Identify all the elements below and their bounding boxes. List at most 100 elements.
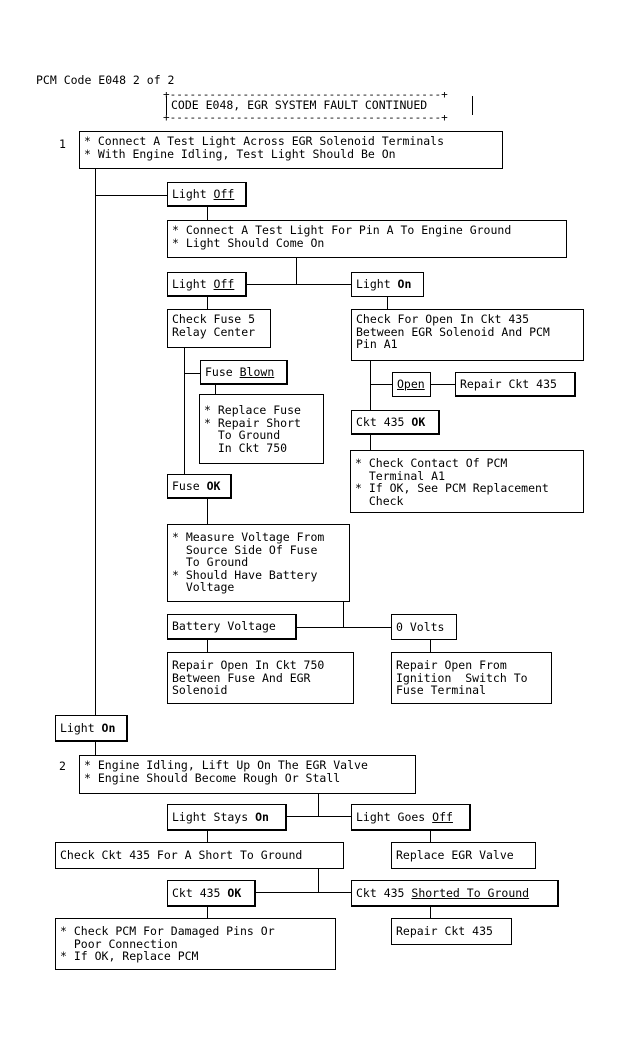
- check-pcm-line-2: Poor Connection: [60, 936, 178, 951]
- step-2-line-2: * Engine Should Become Rough Or Stall: [84, 770, 341, 785]
- zero-volts-box: 0 Volts: [391, 614, 457, 640]
- page-title: PCM Code E048 2 of 2: [36, 73, 175, 87]
- ckt-435-ok-value: OK: [411, 414, 426, 429]
- fuse-blown-value: Blown: [239, 364, 275, 379]
- ckt-435-ok-box: Ckt 435 OK: [351, 410, 440, 435]
- replace-fuse-line-3: To Ground: [204, 428, 281, 443]
- check-fuse-box: Check Fuse 5 Relay Center: [167, 309, 271, 348]
- connector-line: [207, 296, 208, 309]
- light-off-label: Light: [172, 186, 214, 201]
- light-on-label: Light: [60, 720, 102, 735]
- ckt-435-ok-value: OK: [227, 885, 242, 900]
- step-2-box: * Engine Idling, Lift Up On The EGR Valv…: [79, 755, 416, 794]
- check-pcm-line-3: * If OK, Replace PCM: [60, 949, 199, 964]
- measure-line-3: To Ground: [172, 555, 249, 570]
- repair-open-ckt-750-box: Repair Open In Ckt 750 Between Fuse And …: [167, 652, 354, 704]
- step-1-line-1: * Connect A Test Light Across EGR Soleno…: [84, 134, 445, 148]
- zero-volts-label: 0 Volts: [396, 619, 445, 634]
- connector-line: [343, 601, 344, 627]
- check-open-line-2: Between EGR Solenoid And PCM: [356, 324, 550, 339]
- connector-line: [387, 296, 388, 309]
- step-2-line-1: * Engine Idling, Lift Up On The EGR Valv…: [84, 758, 368, 772]
- connector-line: [286, 816, 351, 817]
- check-fuse-line-1: Check Fuse 5: [172, 312, 256, 326]
- connector-line: [430, 639, 431, 652]
- check-contact-line-4: Check: [355, 493, 404, 508]
- check-contact-line-2: Terminal A1: [355, 468, 446, 483]
- connector-line: [95, 741, 96, 755]
- header-banner-right-rule: [472, 96, 473, 115]
- fuse-blown-box: Fuse Blown: [200, 360, 288, 385]
- measure-line-5: Voltage: [172, 580, 235, 595]
- pin-a-line-1: * Connect A Test Light For Pin A To Engi…: [172, 223, 512, 237]
- ckt-435-shorted-label: Ckt 435: [356, 885, 412, 900]
- connector-line: [184, 373, 200, 374]
- connector-line: [207, 497, 208, 524]
- open-label: Open: [397, 377, 425, 392]
- check-open-ckt-435-box: Check For Open In Ckt 435 Between EGR So…: [351, 309, 584, 361]
- replace-fuse-line-2: * Repair Short: [204, 415, 301, 430]
- light-on-box-main: Light On: [55, 715, 128, 742]
- connector-line: [207, 205, 208, 220]
- connector-line: [207, 906, 208, 919]
- fuse-ok-box: Fuse OK: [167, 474, 232, 499]
- replace-egr-label: Replace EGR Valve: [396, 848, 514, 863]
- header-banner-top-rule: +---------------------------------------…: [163, 88, 448, 101]
- connector-line: [207, 830, 208, 843]
- fuse-blown-label: Fuse: [205, 364, 240, 379]
- step-1-line-2: * With Engine Idling, Test Light Should …: [84, 146, 396, 161]
- repair-ign-line-2: Ignition Switch To: [396, 670, 528, 685]
- connector-line: [318, 793, 319, 816]
- light-off-label: Light: [172, 276, 214, 291]
- check-open-line-1: Check For Open In Ckt 435: [356, 312, 530, 326]
- replace-fuse-box: * Replace Fuse * Repair Short To Ground …: [199, 394, 324, 464]
- light-stays-value: On: [255, 809, 269, 824]
- check-contact-line-1: * Check Contact Of PCM: [355, 456, 508, 470]
- check-contact-line-3: * If OK, See PCM Replacement: [355, 481, 549, 496]
- connector-line: [215, 383, 216, 394]
- connector-line: [296, 257, 297, 284]
- repair-ckt-435-label: Repair Ckt 435: [396, 924, 493, 939]
- repair-750-line-1: Repair Open In Ckt 750: [172, 658, 325, 672]
- light-goes-label: Light Goes: [356, 809, 433, 824]
- check-open-line-3: Pin A1: [356, 337, 398, 352]
- measure-line-2: Source Side Of Fuse: [172, 542, 318, 557]
- header-banner: CODE E048, EGR SYSTEM FAULT CONTINUED: [171, 98, 428, 112]
- connector-line: [294, 627, 392, 628]
- connector-line: [184, 347, 185, 474]
- connector-line: [255, 892, 351, 893]
- connector-line: [207, 639, 208, 652]
- repair-ckt-435-box-2: Repair Ckt 435: [391, 918, 512, 945]
- check-contact-pcm-box: * Check Contact Of PCM Terminal A1 * If …: [350, 450, 584, 513]
- connector-line: [370, 360, 371, 410]
- light-off-value: Off: [213, 276, 235, 291]
- check-pcm-line-1: * Check PCM For Damaged Pins Or: [60, 924, 275, 938]
- connector-line: [318, 868, 319, 892]
- check-pcm-box: * Check PCM For Damaged Pins Or Poor Con…: [55, 918, 336, 970]
- connector-line: [430, 384, 455, 385]
- step-number-2: 2: [59, 759, 66, 773]
- light-on-value: On: [397, 277, 412, 292]
- header-banner-bottom-rule: +---------------------------------------…: [163, 111, 448, 124]
- repair-open-ignition-box: Repair Open From Ignition Switch To Fuse…: [391, 652, 552, 704]
- pin-a-line-2: * Light Should Come On: [172, 235, 325, 250]
- replace-fuse-line-1: * Replace Fuse: [204, 403, 301, 417]
- light-off-value: Off: [213, 186, 235, 201]
- battery-voltage-box: Battery Voltage: [167, 614, 297, 640]
- battery-voltage-label: Battery Voltage: [172, 619, 276, 634]
- check-short-label: Check Ckt 435 For A Short To Ground: [60, 848, 303, 863]
- ckt-435-ok-box-2: Ckt 435 OK: [167, 880, 256, 907]
- check-fuse-line-2: Relay Center: [172, 324, 256, 339]
- measure-line-4: * Should Have Battery: [172, 567, 318, 582]
- step-1-box: * Connect A Test Light Across EGR Soleno…: [79, 131, 503, 169]
- ckt-435-ok-label: Ckt 435: [356, 414, 412, 429]
- measure-voltage-box: * Measure Voltage From Source Side Of Fu…: [167, 524, 350, 602]
- light-on-box-1: Light On: [351, 272, 424, 297]
- light-off-box-1: Light Off: [167, 182, 247, 207]
- ckt-435-shorted-box: Ckt 435 Shorted To Ground: [351, 880, 559, 907]
- light-stays-label: Light Stays: [172, 809, 256, 824]
- step-number-1: 1: [59, 137, 66, 151]
- repair-ckt-435-label: Repair Ckt 435: [460, 376, 557, 391]
- connector-line: [370, 384, 392, 385]
- connector-line: [430, 830, 431, 843]
